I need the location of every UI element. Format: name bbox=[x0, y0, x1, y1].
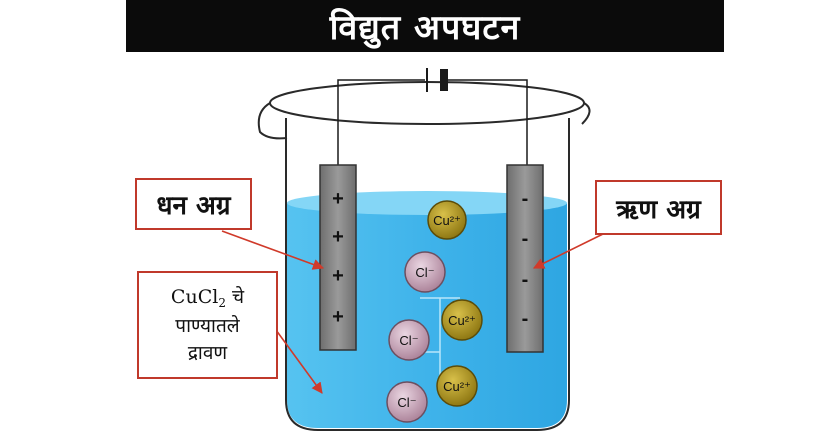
cathode-sign: - bbox=[522, 188, 529, 210]
chloride-ion: Cl⁻ bbox=[388, 319, 430, 361]
copper-ion: Cu²⁺ bbox=[436, 365, 478, 407]
cathode-sign: - bbox=[522, 269, 529, 291]
anode-sign: + bbox=[332, 226, 344, 248]
chloride-ion-label: Cl⁻ bbox=[397, 395, 416, 410]
cathode-electrode bbox=[506, 164, 544, 353]
copper-ion-label: Cu²⁺ bbox=[433, 213, 461, 228]
cathode-sign: - bbox=[522, 228, 529, 250]
anode-sign: + bbox=[332, 306, 344, 328]
anode-sign: + bbox=[332, 188, 344, 210]
solution-label-line1: CuCl2 चे bbox=[170, 285, 245, 310]
page-title: विद्युत अपघटन bbox=[126, 0, 724, 52]
copper-ion-label: Cu²⁺ bbox=[443, 379, 471, 394]
chloride-ion-label: Cl⁻ bbox=[399, 333, 418, 348]
solution-label: CuCl2 चे पाण्यातले द्रावण bbox=[137, 271, 278, 379]
copper-ion: Cu²⁺ bbox=[427, 200, 467, 240]
solution-label-line3: द्रावण bbox=[187, 341, 228, 364]
circuit-wires bbox=[337, 79, 528, 170]
cathode-pointer-arrow bbox=[532, 233, 604, 269]
solution-liquid bbox=[287, 191, 567, 428]
cathode-label: ऋण अग्र bbox=[595, 180, 722, 235]
chloride-ion: Cl⁻ bbox=[386, 381, 428, 423]
solution-label-line2: पाण्यातले bbox=[175, 314, 240, 337]
anode-pointer-arrow bbox=[221, 230, 325, 270]
solution-pointer-arrow bbox=[275, 329, 323, 394]
anode-sign: + bbox=[332, 265, 344, 287]
anode-label: धन अग्र bbox=[135, 178, 252, 230]
copper-ion-label: Cu²⁺ bbox=[448, 313, 476, 328]
anode-electrode bbox=[319, 164, 357, 351]
chloride-ion-label: Cl⁻ bbox=[415, 265, 434, 280]
battery-icon bbox=[426, 68, 448, 92]
copper-ion: Cu²⁺ bbox=[441, 299, 483, 341]
cathode-sign: - bbox=[522, 308, 529, 330]
chloride-ion: Cl⁻ bbox=[404, 251, 446, 293]
